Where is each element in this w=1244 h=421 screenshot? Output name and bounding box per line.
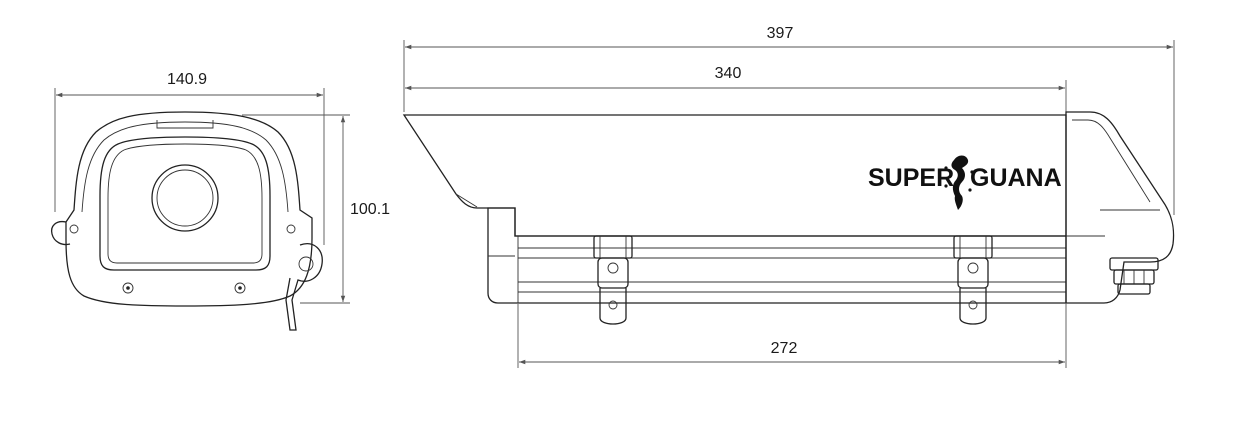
logo-text-guana: GUANA bbox=[970, 164, 1062, 192]
rear-end-cap-inner bbox=[1072, 119, 1151, 203]
left-ear-screw bbox=[69, 224, 79, 234]
right-ear-screw bbox=[286, 224, 296, 234]
sunshield-fold-line bbox=[455, 193, 478, 208]
front-latch bbox=[285, 243, 323, 331]
front-housing-shell bbox=[65, 111, 313, 307]
side-sunshield bbox=[402, 114, 1067, 237]
front-inner-frame-inset bbox=[107, 143, 263, 264]
overall-length-label: 397 bbox=[767, 25, 794, 42]
front-latch-knob bbox=[298, 256, 314, 272]
side-view: 397 340 272 bbox=[402, 25, 1175, 368]
rail-length-label: 272 bbox=[771, 340, 798, 357]
front-housing-top-rib bbox=[156, 120, 214, 129]
side-housing-body bbox=[487, 207, 1067, 304]
bottom-right-screw bbox=[234, 282, 246, 294]
cable-gland bbox=[1109, 257, 1159, 295]
rear-end-cap bbox=[1065, 111, 1175, 304]
front-left-ear bbox=[50, 220, 71, 246]
front-width-label: 140.9 bbox=[167, 71, 207, 88]
camera-lens-outer bbox=[151, 164, 219, 232]
logo-text-super: SUPER bbox=[868, 164, 954, 192]
bottom-left-screw bbox=[122, 282, 134, 294]
iguana-foot-dot-3 bbox=[944, 184, 948, 188]
iguana-foot-dot-1 bbox=[944, 166, 948, 170]
front-inner-frame bbox=[99, 136, 271, 271]
latch-clamp-right bbox=[953, 235, 993, 325]
bottom-left-screw-center bbox=[126, 286, 130, 290]
bottom-right-screw-center bbox=[238, 286, 242, 290]
iguana-foot-dot-2 bbox=[970, 170, 974, 174]
latch-clamp-left bbox=[593, 235, 633, 325]
iguana-logo-icon bbox=[951, 155, 969, 210]
superguana-logo: SUPER GUANA bbox=[868, 155, 1062, 210]
body-length-label: 340 bbox=[715, 65, 742, 82]
front-height-label: 100.1 bbox=[350, 201, 390, 218]
camera-lens-inner bbox=[156, 169, 214, 227]
front-housing-sunshield bbox=[81, 121, 289, 213]
iguana-foot-dot-4 bbox=[968, 188, 972, 192]
front-view: 140.9 100.1 bbox=[50, 71, 390, 331]
